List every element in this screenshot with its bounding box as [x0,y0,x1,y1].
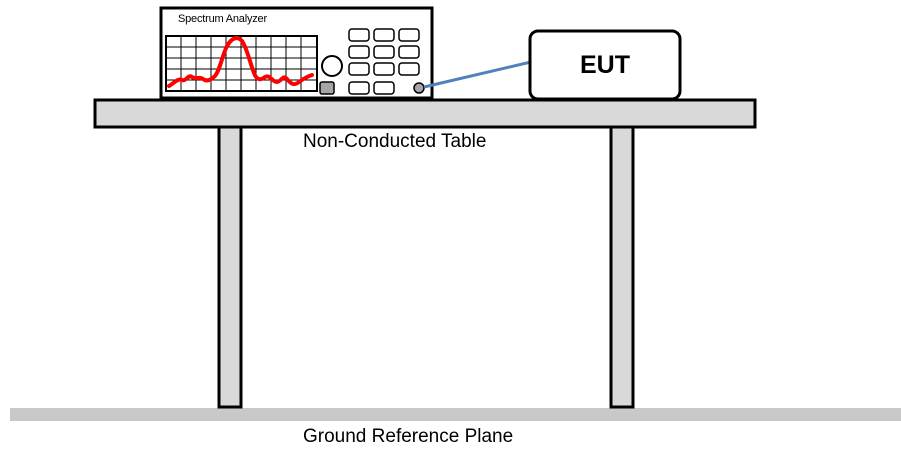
table-leg-left [217,125,243,409]
spectrum-analyzer [159,6,434,100]
spectrum-analyzer-label: Spectrum Analyzer [178,13,267,25]
rf-cable [423,60,532,89]
eut-label: EUT [580,51,630,79]
spectrum-trace [167,36,314,88]
analyzer-screen [165,35,318,92]
eut-box [528,29,682,101]
analyzer-small-button [319,81,335,95]
ground-reference-plane [10,408,901,421]
analyzer-keypad [348,28,420,95]
analyzer-knob [321,55,343,77]
table-label: Non-Conducted Table [303,131,487,152]
table-leg-right [609,125,635,409]
rf-input-connector [413,82,425,94]
ground-reference-plane-label: Ground Reference Plane [303,426,514,447]
table-top [93,98,757,129]
